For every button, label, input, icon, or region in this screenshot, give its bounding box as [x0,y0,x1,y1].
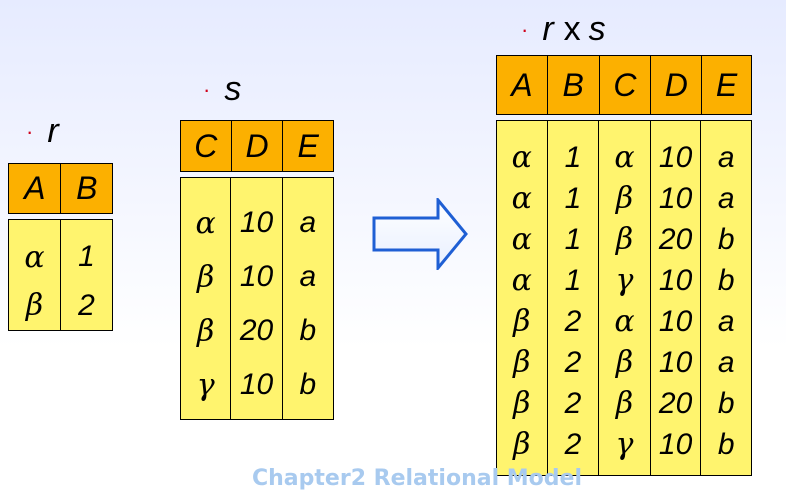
table-cell: β [615,386,634,421]
table-cell: 10 [658,304,693,338]
table-cell: 10 [239,206,274,239]
table-cell: α [511,263,532,298]
table-cell: 1 [564,140,582,174]
table-cell: 1 [564,181,582,215]
table-cell: a [717,181,735,215]
table-cell: 10 [658,427,693,461]
chapter-footer: Chapter2 Relational Model [252,466,582,491]
table-cell: β [197,313,215,349]
table-cell: 20 [239,314,274,347]
table-cell: 2 [564,386,582,420]
table-cell: α [614,304,635,339]
table-cell: β [615,222,634,257]
table-cell: β [513,345,531,380]
bullet-icon: · [203,76,211,102]
table-column: 10 10 20 10 [231,178,283,419]
table-cell: 1 [78,240,95,274]
column-header: D [232,121,284,171]
column-header: C [181,121,232,171]
column-header: B [76,170,98,206]
product-s-name: s [588,10,606,48]
table-cell: 10 [658,263,693,297]
right-arrow-icon [372,198,468,270]
table-column: 1 1 1 1 2 2 2 2 [548,121,600,475]
table-cell: α [24,239,45,275]
table-cell: β [513,304,531,339]
relation-s-name: s [224,70,242,108]
product-operator: x [563,10,581,48]
table-cell: b [299,314,317,347]
table-cell: b [299,368,317,401]
table-cell: 10 [658,140,693,174]
table-cell: β [513,427,531,462]
table-cell: 2 [564,427,582,461]
table-cell: 10 [658,181,693,215]
table-cell: γ [196,367,215,403]
product-r-name: r [542,10,554,48]
column-header: B [548,56,600,114]
table-cell: 2 [564,345,582,379]
table-cell: α [511,222,532,257]
relation-r-label: · r [26,112,59,151]
table-cell: 2 [564,304,582,338]
table-cell: 1 [564,263,582,297]
table-cell: β [197,259,215,295]
table-cell: a [299,206,317,239]
table-cell: 1 [564,222,582,256]
table-cell: β [615,345,634,380]
table-cell: 10 [658,345,693,379]
column-header: A [497,56,548,114]
table-cell: a [717,345,735,379]
table-cell: β [25,288,44,324]
column-header: D [651,56,703,114]
column-header: E [297,127,319,164]
table-cell: α [511,140,532,175]
table-cell: 2 [78,288,95,322]
table-cell: a [717,304,735,338]
table-cell: a [299,260,317,293]
relation-s-label: · s [203,70,241,109]
table-cell: b [717,427,735,461]
table-cell: b [717,386,735,420]
table-cell: γ [615,427,634,462]
table-cell: a [717,140,735,174]
table-cell: 10 [239,260,274,293]
table-cell: α [511,181,532,216]
table-cell: β [513,386,531,421]
table-cell: b [717,263,735,297]
table-cell: 20 [658,386,693,420]
bullet-icon: · [521,16,529,42]
table-cell: γ [615,263,634,298]
table-cell: α [195,205,216,241]
product-label: · r x s [521,10,606,49]
table-column: 10 10 20 10 10 10 20 10 [651,121,702,475]
column-header: C [600,56,652,114]
column-header: A [9,164,62,213]
table-cell: α [614,140,635,175]
table-cell: β [615,181,634,216]
column-header: E [715,66,738,103]
table-cell: 10 [239,368,274,401]
table-cell: b [717,222,735,256]
bullet-icon: · [26,118,34,144]
relation-r-name: r [47,112,59,150]
table-cell: 20 [658,222,693,256]
